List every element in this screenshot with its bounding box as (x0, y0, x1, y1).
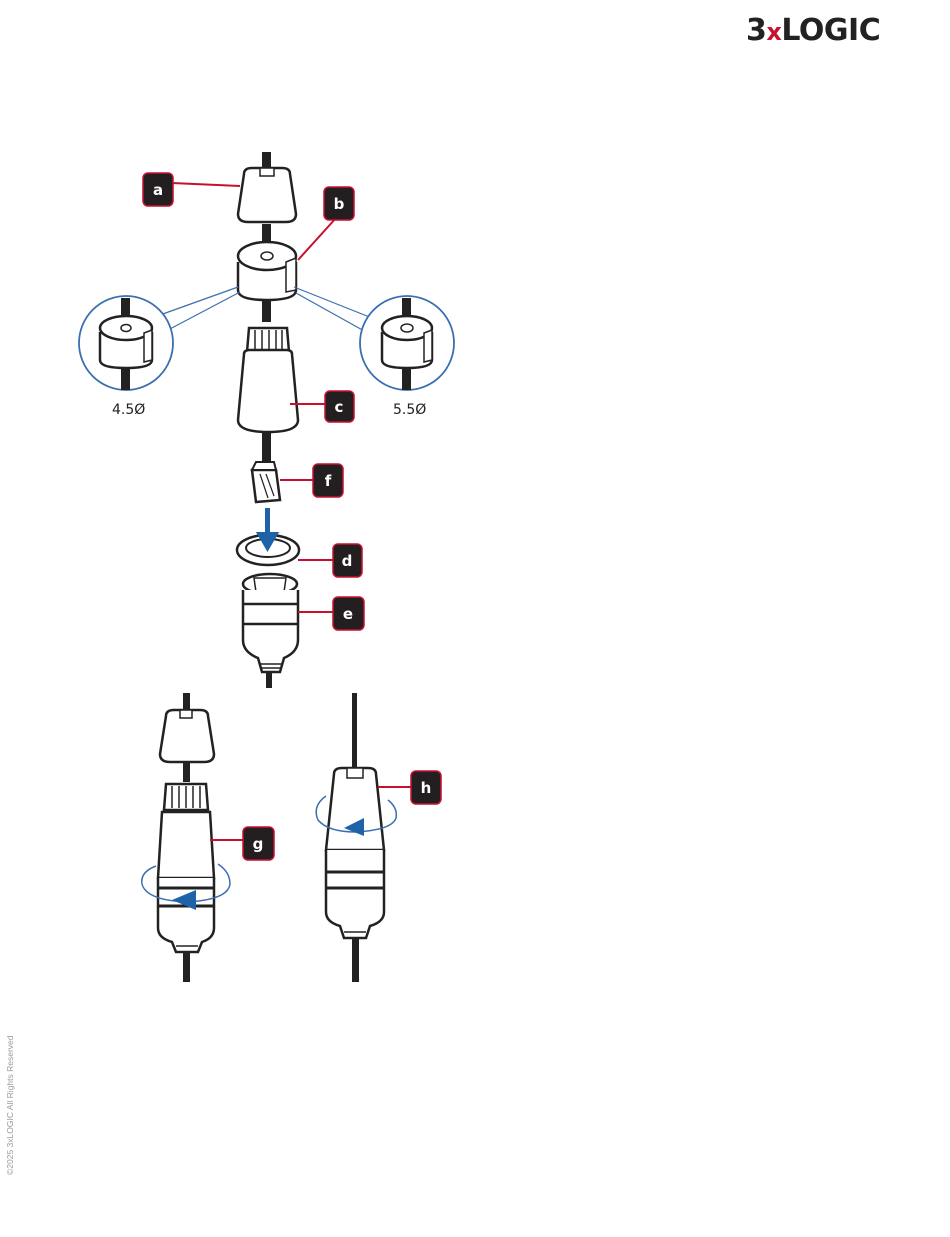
label-c-text: c (335, 398, 344, 416)
assembly-step-g (142, 693, 230, 982)
label-a: a (143, 173, 240, 206)
grommet-detail-5-5mm (360, 296, 454, 390)
part-e-housing (243, 574, 298, 688)
part-a-seal-cap (238, 168, 296, 222)
label-b: b (298, 187, 354, 260)
label-b-text: b (334, 195, 345, 213)
label-e: e (298, 597, 364, 630)
label-h-text: h (421, 779, 432, 797)
label-a-text: a (153, 181, 163, 199)
label-c: c (290, 391, 354, 422)
label-d: d (298, 544, 362, 577)
label-d-text: d (342, 552, 353, 570)
label-e-text: e (343, 605, 353, 623)
assembly-step-h (316, 693, 396, 982)
grommet-detail-4-5mm (79, 296, 173, 390)
label-h: h (378, 771, 441, 804)
part-f-rj45-plug (252, 462, 280, 502)
diameter-label-left: 4.5Ø (112, 402, 145, 418)
diameter-label-right: 5.5Ø (393, 402, 426, 418)
part-d-o-ring (237, 532, 299, 565)
label-g: g (210, 827, 274, 860)
part-b-grommet (238, 242, 296, 300)
part-c-gland-body (238, 328, 298, 432)
label-g-text: g (253, 835, 264, 853)
label-f: f (280, 464, 343, 497)
label-f-text: f (325, 472, 332, 490)
